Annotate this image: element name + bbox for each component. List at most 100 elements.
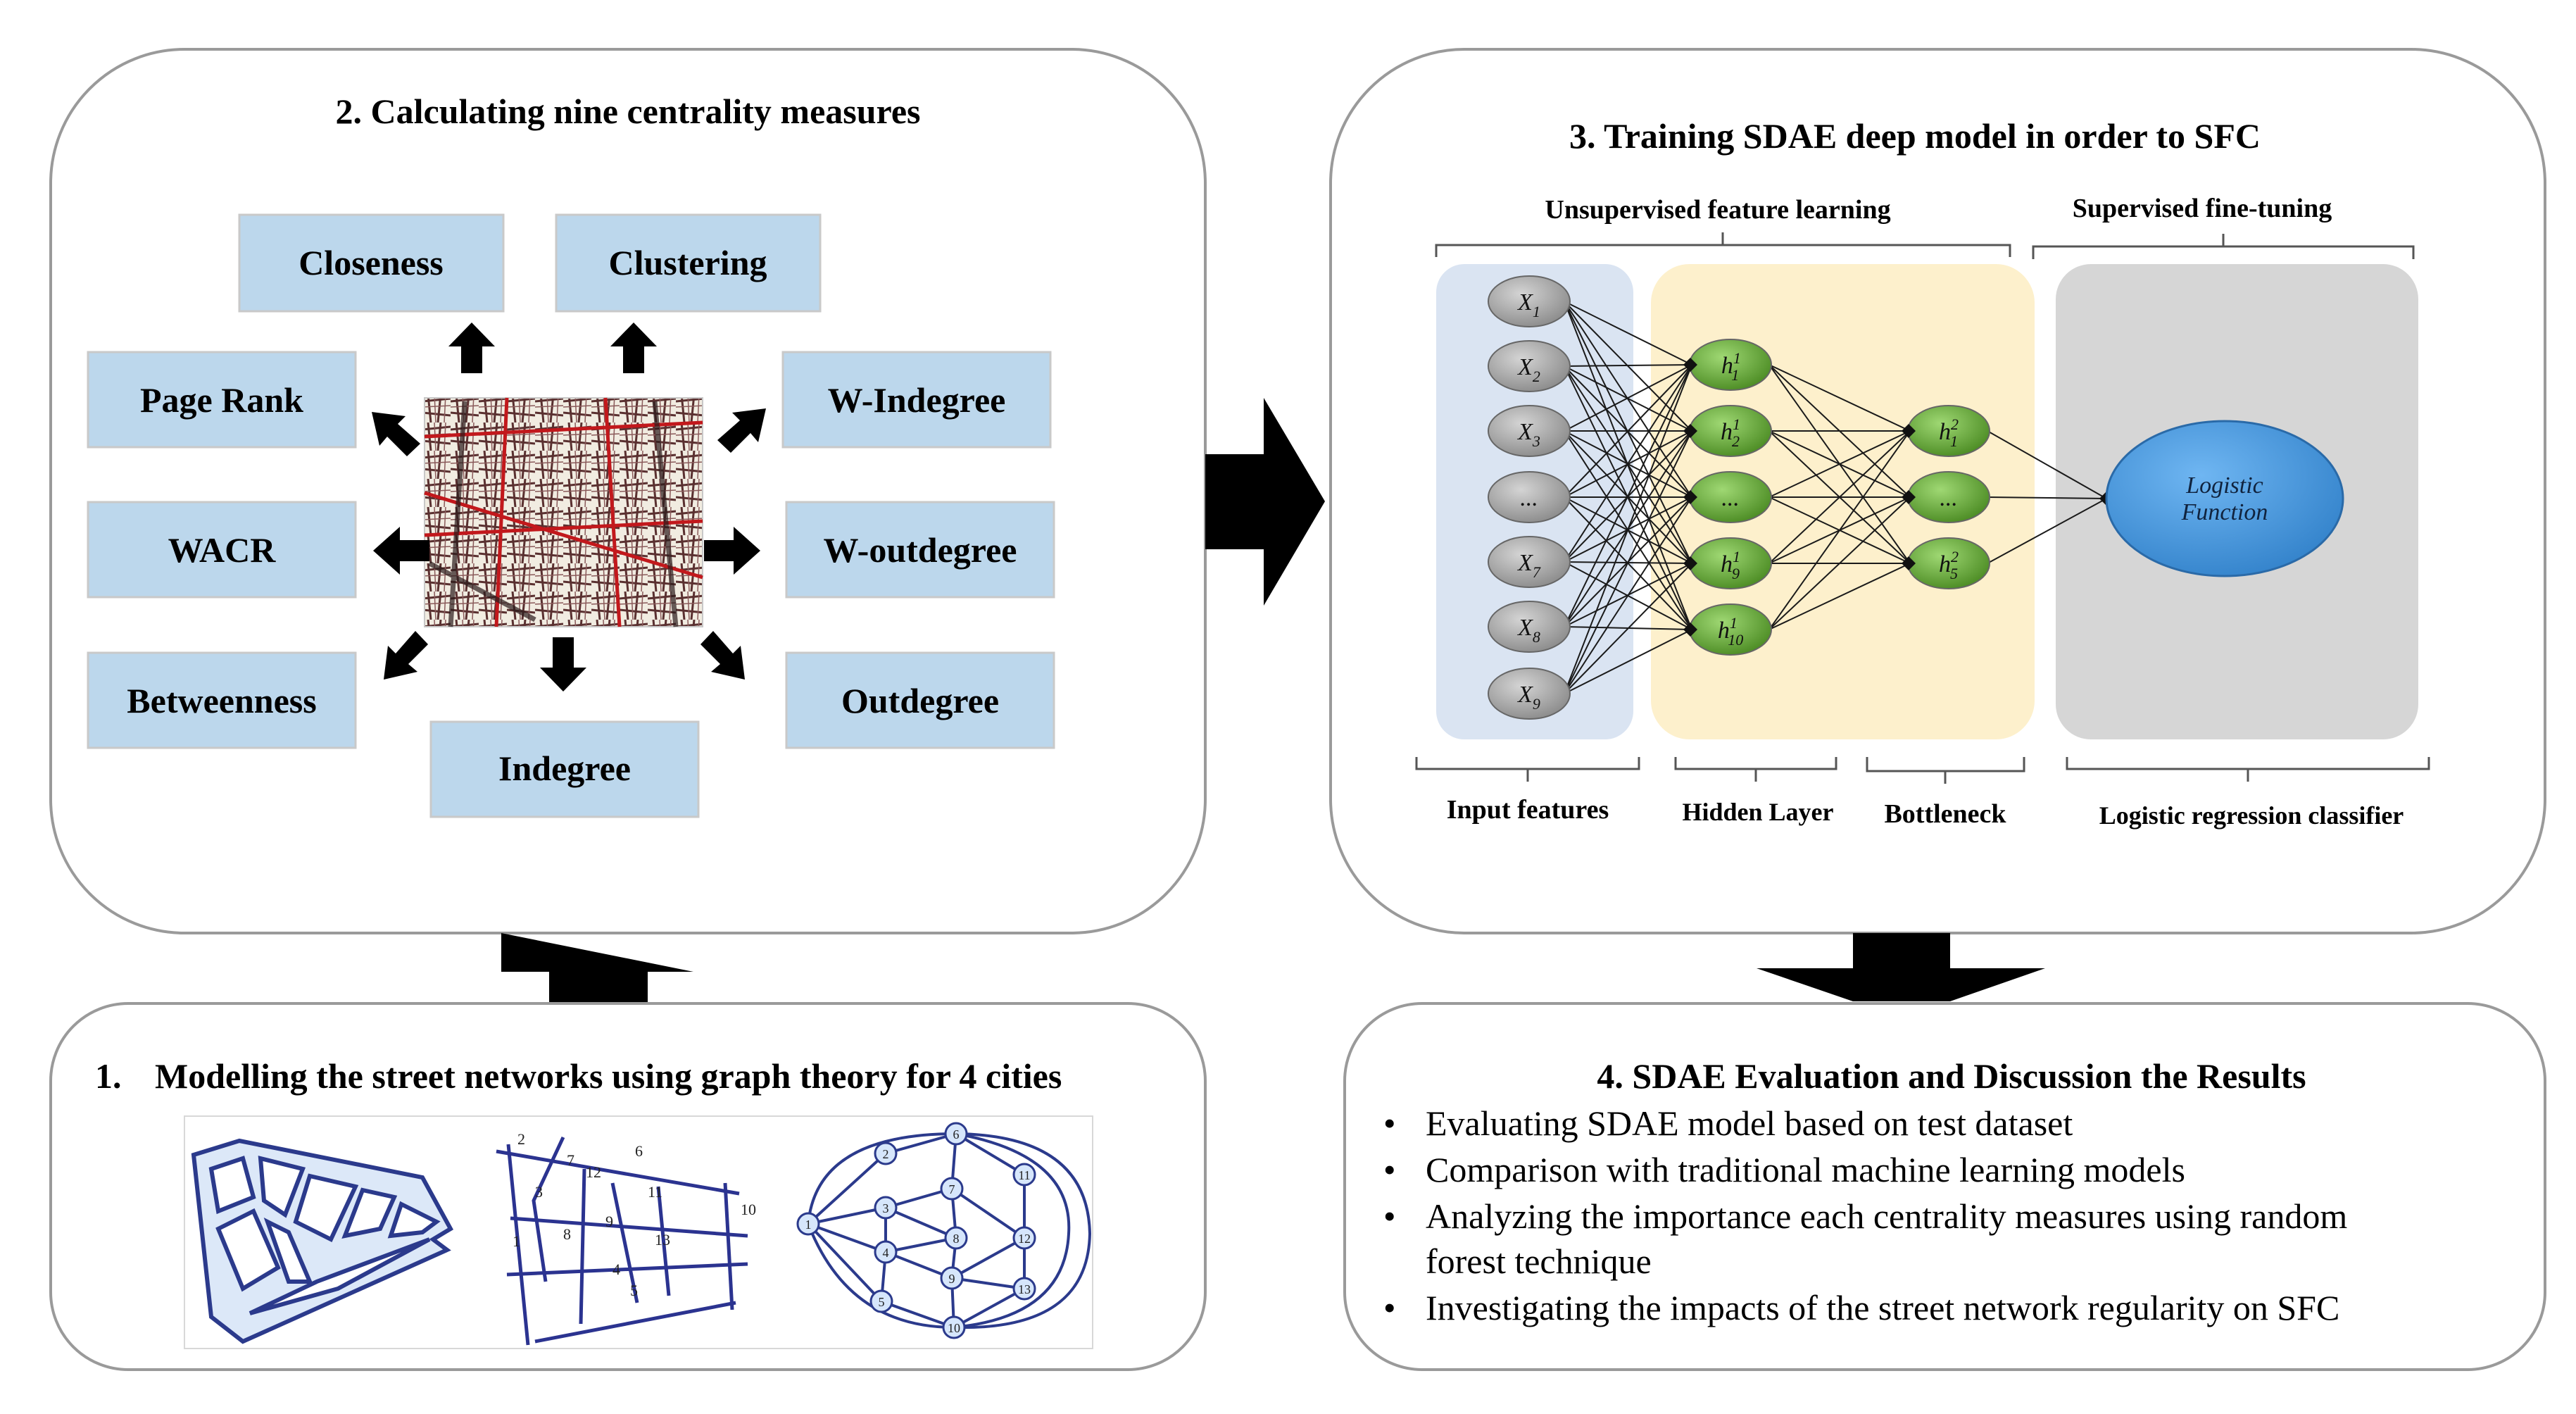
input-node: ...: [1488, 471, 1571, 523]
graph-edge: [951, 1237, 1025, 1280]
graph-edge: [950, 1187, 1026, 1239]
measure-wacr-label: WACR: [168, 530, 277, 570]
graph-node-label: 1: [805, 1218, 812, 1232]
graph-node-label: 12: [1018, 1232, 1031, 1246]
connection-dot: [1683, 556, 1697, 570]
graph-node-label: 11: [1018, 1168, 1030, 1182]
street-grid-label: 6: [635, 1142, 643, 1160]
graph-node: 11: [1012, 1163, 1036, 1187]
network-edges: [1564, 301, 2107, 694]
measure-indegree: Indegree: [429, 720, 700, 818]
bullet-item: Investigating the impacts of the street …: [1426, 1288, 2339, 1327]
graph-node: 4: [874, 1240, 898, 1264]
measure-betweenness-label: Betweenness: [127, 681, 316, 720]
logistic-function-node: Logistic Function: [2105, 420, 2344, 577]
graph-edge: [807, 1152, 887, 1225]
supervised-label: Supervised fine-tuning: [2073, 194, 2332, 223]
hidden-layer-label: Hidden Layer: [1682, 798, 1833, 826]
input-features-label: Input features: [1447, 795, 1609, 825]
input-node: X2: [1488, 340, 1571, 392]
brace-input: [1415, 757, 1640, 782]
graph-edge: [808, 1222, 886, 1253]
centrality-arrows: [372, 323, 766, 692]
arrow-up-large-icon: [501, 933, 693, 1003]
graph-edge: [951, 1277, 1025, 1290]
graph-edge: [808, 1206, 886, 1225]
measure-w-indegree-label: W-Indegree: [828, 380, 1006, 420]
graph-edge: [885, 1251, 953, 1280]
arrow-left-icon: [373, 527, 429, 575]
measure-page-rank: Page Rank: [87, 351, 357, 449]
street-grid-diagram: [496, 1136, 748, 1346]
panel-modelling-title: Modelling the street networks using grap…: [155, 1056, 1062, 1096]
brace-hidden: [1674, 757, 1837, 782]
graph-node: 13: [1012, 1277, 1036, 1301]
panel-evaluation: 4. SDAE Evaluation and Discussion the Re…: [1343, 1002, 2546, 1371]
brace-bottleneck: [1866, 757, 2025, 784]
connection-dot: [1902, 490, 1916, 504]
street-grid-label: 7: [567, 1151, 574, 1169]
classifier-label: Logistic regression classifier: [2099, 801, 2404, 830]
measure-clustering: Clustering: [555, 213, 822, 313]
street-grid-label: 12: [586, 1163, 601, 1181]
input-node: X8: [1488, 601, 1571, 653]
arrow-up-right-icon: [717, 408, 766, 453]
connection-dot: [1683, 358, 1697, 372]
measure-outdegree: Outdegree: [785, 651, 1055, 749]
graph-node: 8: [944, 1226, 968, 1250]
graph-node: 5: [869, 1289, 893, 1313]
bullet-item: Evaluating SDAE model based on test data…: [1426, 1103, 2073, 1143]
logistic-line2: Function: [2181, 499, 2268, 525]
arrow-right-large-icon: [1205, 398, 1325, 606]
hidden-node: ...: [1689, 471, 1772, 523]
street-grid-label: 3: [535, 1183, 543, 1201]
measure-betweenness: Betweenness: [87, 651, 357, 749]
connection-dot: [1683, 490, 1697, 504]
graph-edge: [885, 1132, 957, 1155]
graph-edge: [885, 1206, 957, 1239]
panel-sdae-title: 3. Training SDAE deep model in order to …: [1569, 116, 2261, 156]
street-grid-label: 10: [741, 1201, 756, 1218]
arrow-down-right-icon: [700, 631, 745, 680]
bullet-marker: •: [1383, 1288, 1396, 1327]
unsupervised-label: Unsupervised feature learning: [1545, 195, 1890, 225]
bottleneck-label: Bottleneck: [1884, 799, 2006, 829]
bottleneck-node-label: ...: [1940, 485, 1958, 511]
street-map-image: [424, 397, 703, 627]
measure-clustering-label: Clustering: [609, 243, 767, 282]
panel-centrality: 2. Calculating nine centrality measures …: [49, 48, 1207, 934]
bullet-item: Analyzing the importance each centrality…: [1426, 1196, 2347, 1236]
arrow-right-icon: [704, 527, 760, 575]
logistic-line1: Logistic: [2185, 473, 2263, 499]
brace-supervised: [2032, 234, 2415, 259]
graph-edge: [885, 1237, 957, 1253]
panel-sdae-training: 3. Training SDAE deep model in order to …: [1329, 48, 2546, 934]
bottleneck-node: ...: [1907, 471, 1990, 523]
graph-node: 9: [940, 1266, 964, 1290]
input-node: X1: [1488, 275, 1571, 327]
brace-classifier: [2066, 757, 2430, 782]
measure-page-rank-label: Page Rank: [140, 380, 303, 420]
graph-node-label: 8: [953, 1232, 960, 1246]
bullet-marker: •: [1383, 1150, 1396, 1189]
measure-closeness: Closeness: [238, 213, 505, 313]
street-grid-label: 13: [655, 1231, 670, 1249]
graph-node-label: 5: [879, 1295, 885, 1309]
arrow-up-icon: [610, 323, 657, 373]
arrow-up-icon: [448, 323, 495, 373]
connection-dot: [1902, 424, 1916, 438]
arrow-down-large-icon: [1757, 933, 2045, 1001]
bullet-item: Comparison with traditional machine lear…: [1426, 1150, 2185, 1189]
street-polygon-diagram: [191, 1138, 454, 1344]
street-grid-label: 2: [517, 1130, 525, 1148]
graph-node: 12: [1012, 1226, 1036, 1250]
measure-indegree-label: Indegree: [498, 749, 631, 788]
